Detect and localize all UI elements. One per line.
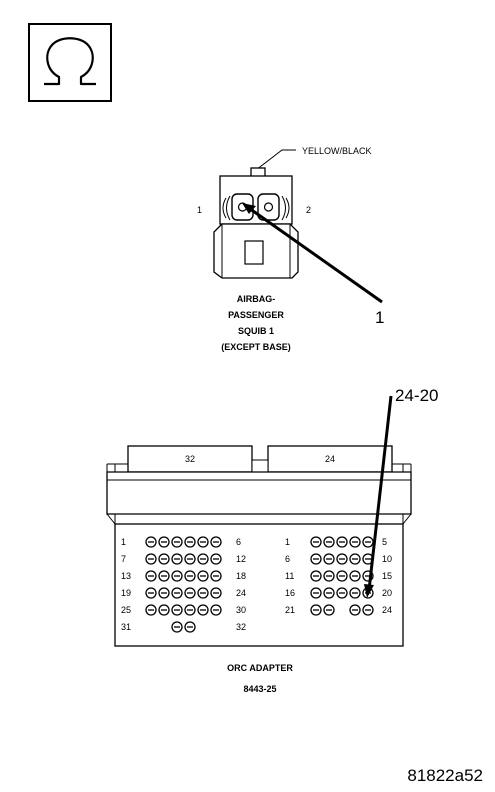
adapter-pin bbox=[145, 570, 157, 582]
ohm-symbol-icon bbox=[28, 23, 112, 102]
adapter-pin bbox=[158, 536, 170, 548]
pin-row-start-label: 25 bbox=[121, 605, 131, 615]
adapter-pin bbox=[184, 621, 196, 633]
adapter-pin bbox=[336, 536, 348, 548]
connector-name-line: (EXCEPT BASE) bbox=[221, 342, 291, 352]
adapter-header-right: 24 bbox=[325, 454, 335, 464]
connector-name-line: SQUIB 1 bbox=[238, 326, 274, 336]
adapter-pin bbox=[184, 536, 196, 548]
probe-1-callout: 1 bbox=[375, 308, 384, 327]
adapter-pin bbox=[210, 570, 222, 582]
pin-row-start-label: 19 bbox=[121, 588, 131, 598]
pin-row-end-label: 12 bbox=[236, 554, 246, 564]
squib-connector bbox=[213, 167, 299, 279]
adapter-pin bbox=[349, 587, 361, 599]
pin-row-start-label: 13 bbox=[121, 571, 131, 581]
figure-id: 81822a52 bbox=[407, 766, 483, 785]
pin-row-start-label: 16 bbox=[285, 588, 295, 598]
adapter-pin bbox=[349, 536, 361, 548]
adapter-pin bbox=[323, 587, 335, 599]
adapter-pin bbox=[323, 604, 335, 616]
adapter-pin bbox=[171, 536, 183, 548]
pin-row-start-label: 21 bbox=[285, 605, 295, 615]
adapter-pin bbox=[171, 587, 183, 599]
pin-row-end-label: 32 bbox=[236, 622, 246, 632]
adapter-pin bbox=[310, 553, 322, 565]
squib-pin-2-label: 2 bbox=[306, 205, 311, 215]
pin-row-start-label: 31 bbox=[121, 622, 131, 632]
adapter-part-number: 8443-25 bbox=[243, 684, 276, 694]
adapter-pin bbox=[210, 536, 222, 548]
squib-pin-1-label: 1 bbox=[197, 205, 202, 215]
pin-row-end-label: 15 bbox=[382, 571, 392, 581]
adapter-left-pin-block: 1 6 7 12 13 18 19 24 25 30 31 32 bbox=[121, 536, 246, 633]
adapter-pin bbox=[145, 587, 157, 599]
adapter-header-left: 32 bbox=[185, 454, 195, 464]
pin-row-end-label: 24 bbox=[382, 605, 392, 615]
adapter-pin bbox=[336, 570, 348, 582]
adapter-pin bbox=[323, 553, 335, 565]
adapter-pin bbox=[323, 570, 335, 582]
connector-name-line: AIRBAG- bbox=[237, 294, 276, 304]
adapter-pin bbox=[145, 604, 157, 616]
adapter-pin bbox=[158, 553, 170, 565]
adapter-pin bbox=[197, 604, 209, 616]
pin-row-end-label: 30 bbox=[236, 605, 246, 615]
adapter-pin bbox=[310, 587, 322, 599]
adapter-pin bbox=[184, 570, 196, 582]
connector-name-line: PASSENGER bbox=[228, 310, 284, 320]
adapter-pin bbox=[158, 604, 170, 616]
adapter-pin bbox=[349, 570, 361, 582]
pin-row-start-label: 1 bbox=[285, 537, 290, 547]
adapter-pin bbox=[184, 553, 196, 565]
adapter-pin bbox=[171, 553, 183, 565]
pin-row-end-label: 20 bbox=[382, 588, 392, 598]
adapter-pin bbox=[197, 553, 209, 565]
probe-1-leader bbox=[242, 203, 383, 304]
pin-row-start-label: 6 bbox=[285, 554, 290, 564]
adapter-pin bbox=[145, 536, 157, 548]
adapter-pin bbox=[310, 604, 322, 616]
adapter-pin bbox=[197, 587, 209, 599]
adapter-pin bbox=[349, 604, 361, 616]
adapter-pin bbox=[310, 536, 322, 548]
adapter-pin bbox=[210, 553, 222, 565]
wire-color-label: YELLOW/BLACK bbox=[302, 146, 372, 156]
adapter-pin bbox=[362, 536, 374, 548]
adapter-pin bbox=[171, 570, 183, 582]
pin-row-start-label: 7 bbox=[121, 554, 126, 564]
adapter-pin bbox=[349, 553, 361, 565]
adapter-pin bbox=[197, 536, 209, 548]
pin-row-end-label: 10 bbox=[382, 554, 392, 564]
pin-row-end-label: 5 bbox=[382, 537, 387, 547]
adapter-pin bbox=[171, 621, 183, 633]
adapter-pin bbox=[323, 536, 335, 548]
probe-2-leader bbox=[364, 395, 393, 598]
adapter-pin bbox=[184, 587, 196, 599]
pin-row-end-label: 24 bbox=[236, 588, 246, 598]
pin-row-end-label: 18 bbox=[236, 571, 246, 581]
adapter-pin bbox=[336, 587, 348, 599]
adapter-pin bbox=[362, 604, 374, 616]
probe-2-callout: 24-20 bbox=[395, 386, 438, 405]
wire-color-callout: YELLOW/BLACK bbox=[255, 146, 372, 171]
adapter-pin bbox=[310, 570, 322, 582]
adapter-pin bbox=[210, 587, 222, 599]
adapter-name: ORC ADAPTER bbox=[227, 663, 293, 673]
adapter-pin bbox=[158, 570, 170, 582]
adapter-pin bbox=[158, 587, 170, 599]
adapter-pin bbox=[171, 604, 183, 616]
pin-row-start-label: 1 bbox=[121, 537, 126, 547]
adapter-pin bbox=[197, 570, 209, 582]
pin-row-start-label: 11 bbox=[285, 571, 294, 581]
adapter-pin bbox=[184, 604, 196, 616]
adapter-pin bbox=[336, 553, 348, 565]
pin-row-end-label: 6 bbox=[236, 537, 241, 547]
adapter-pin bbox=[145, 553, 157, 565]
adapter-pin bbox=[210, 604, 222, 616]
connector-name: AIRBAG- PASSENGER SQUIB 1 (EXCEPT BASE) bbox=[221, 294, 291, 352]
